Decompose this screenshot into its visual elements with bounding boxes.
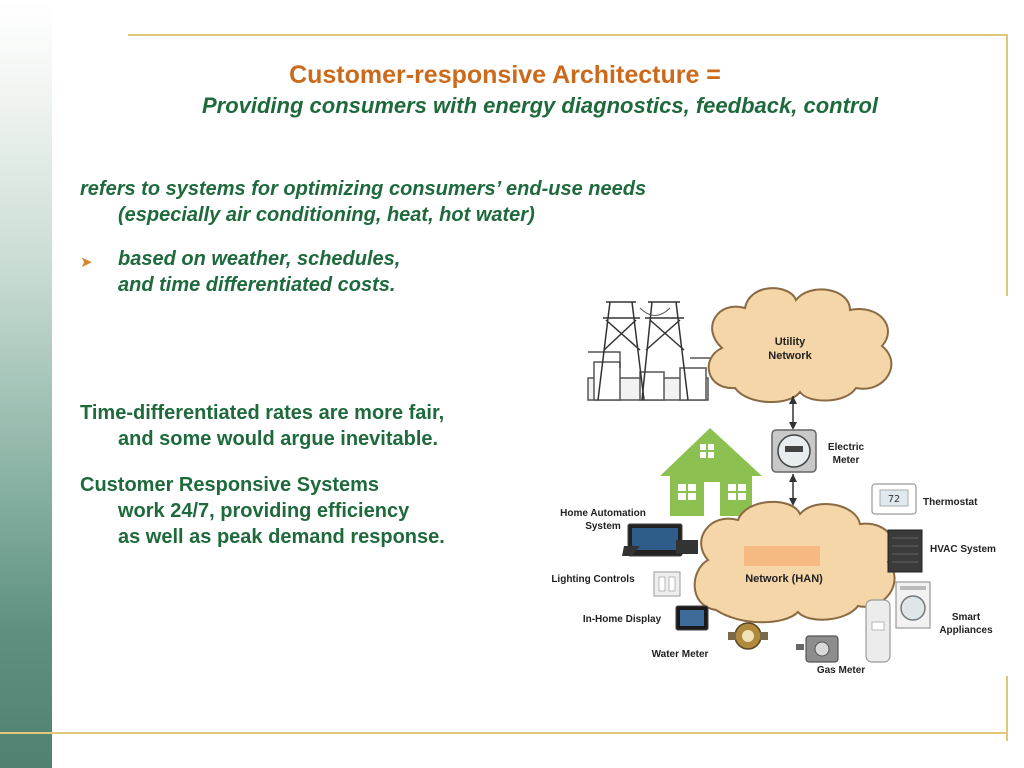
rates-line-2: and some would argue inevitable.	[118, 428, 439, 450]
intro-line-1: refers to systems for optimizing consume…	[80, 178, 647, 200]
home-automation-icon	[622, 523, 698, 557]
slide-title: Customer-responsive Architecture =	[289, 61, 721, 89]
gas-meter-icon	[796, 635, 839, 663]
thermostat-label: Thermostat	[923, 497, 978, 508]
rates-line-1: Time-differentiated rates are more fair,	[80, 402, 445, 424]
connector-arrows	[789, 396, 797, 506]
systems-line-1: Customer Responsive Systems	[80, 474, 380, 496]
smart-appliances-label-2: Appliances	[939, 625, 993, 636]
house-icon	[660, 428, 762, 516]
electric-meter-icon	[771, 429, 817, 473]
utility-network-cloud: Utility Network	[707, 287, 893, 403]
systems-line-2: work 24/7, providing efficiency	[118, 500, 410, 522]
lighting-controls-label: Lighting Controls	[551, 574, 635, 585]
top-rule	[128, 34, 1008, 36]
home-automation-label-2: System	[585, 521, 621, 532]
arrow-bullet-icon: ➤	[80, 254, 93, 271]
water-meter-label: Water Meter	[652, 649, 709, 660]
in-home-display-label: In-Home Display	[583, 614, 662, 625]
hvac-system-icon	[887, 529, 923, 573]
han-label-highlight	[744, 546, 820, 566]
thermostat-icon: 72	[871, 483, 917, 515]
smart-appliances-label-1: Smart	[952, 612, 981, 623]
electric-meter-label-1: Electric	[828, 442, 865, 453]
home-automation-label-1: Home Automation	[560, 508, 646, 519]
bullet-line-2: and time differentiated costs.	[118, 274, 396, 296]
in-home-display-icon	[675, 605, 709, 631]
decorative-side-bar	[0, 0, 52, 768]
utility-network-label-2: Network	[768, 350, 812, 362]
bottom-rule	[0, 732, 1008, 734]
gas-meter-label: Gas Meter	[817, 665, 865, 676]
han-label-2: Network (HAN)	[745, 573, 823, 585]
lighting-controls-icon	[653, 571, 681, 597]
power-grid-icon	[587, 301, 712, 401]
utility-network-label-1: Utility	[775, 336, 806, 348]
right-rule-lower	[1006, 676, 1008, 741]
systems-line-3: as well as peak demand response.	[118, 526, 445, 548]
smart-appliances-icon	[895, 581, 931, 629]
water-heater-icon	[865, 599, 891, 663]
thermostat-readout: 72	[888, 494, 900, 505]
intro-line-2: (especially air conditioning, heat, hot …	[118, 204, 535, 226]
hvac-system-label: HVAC System	[930, 544, 996, 555]
bullet-line-1: based on weather, schedules,	[118, 248, 401, 270]
home-area-network-cloud: Network (HAN)	[693, 501, 896, 624]
slide-subtitle: Providing consumers with energy diagnost…	[201, 93, 879, 118]
electric-meter-label-2: Meter	[833, 455, 860, 466]
right-rule-upper	[1006, 34, 1008, 296]
water-meter-icon	[728, 622, 768, 650]
